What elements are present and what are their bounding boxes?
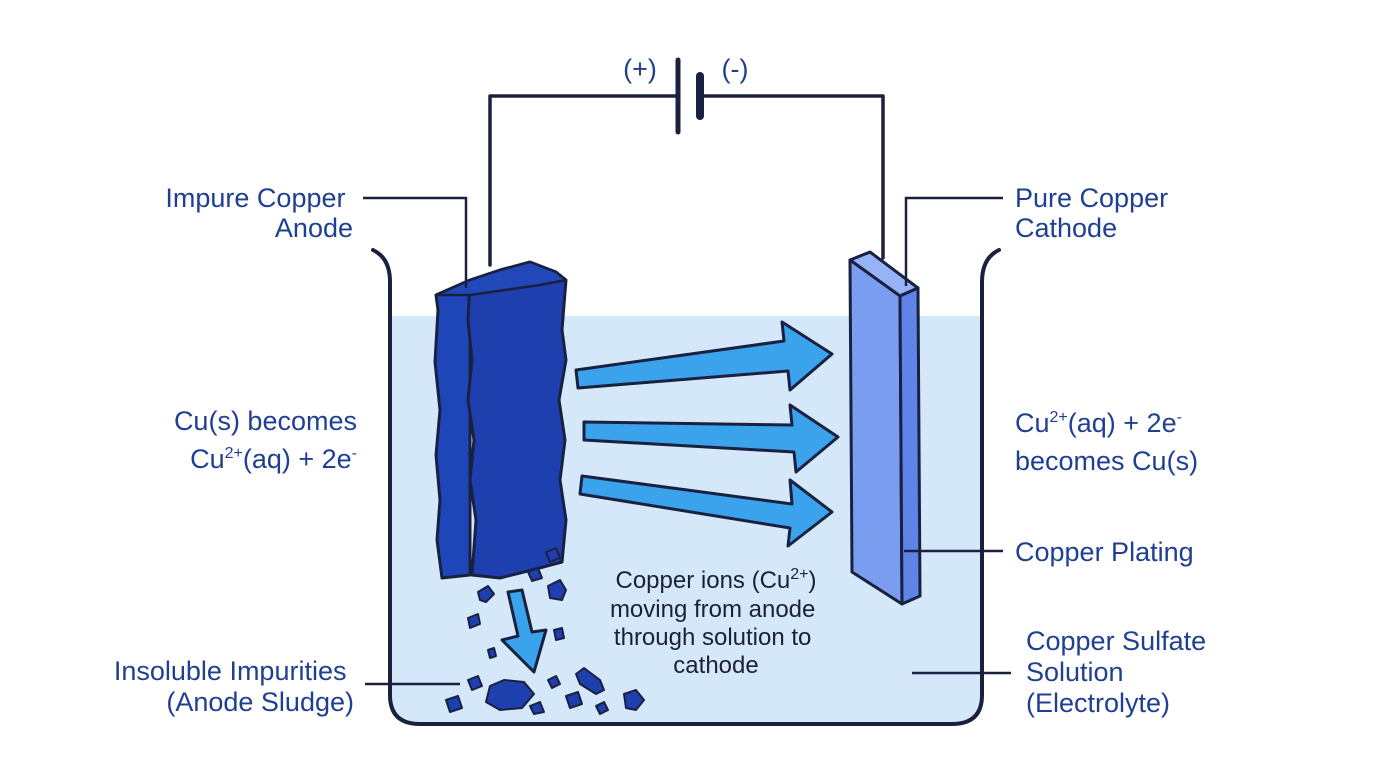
circuit-wire bbox=[488, 94, 885, 267]
pure-copper-cathode bbox=[848, 250, 922, 606]
sludge-label: Insoluble Impurities (Anode Sludge) bbox=[114, 656, 354, 717]
cathode-label: Pure Copper Cathode bbox=[1015, 183, 1176, 243]
battery-positive-label: (+) bbox=[623, 54, 657, 84]
ion-arrow-3 bbox=[578, 474, 834, 548]
electrolyte-label: Copper Sulfate Solution (Electrolyte) bbox=[1026, 626, 1214, 718]
sludge-fall-arrow bbox=[500, 588, 548, 674]
cathode-reaction-equation: Cu2+(aq) + 2e- bbox=[1015, 408, 1182, 438]
anode-reaction-label: Cu(s) becomes bbox=[174, 406, 357, 436]
impure-copper-anode bbox=[433, 260, 568, 580]
battery-icon bbox=[662, 57, 704, 135]
anode-reaction-equation: Cu2+(aq) + 2e- bbox=[190, 444, 357, 474]
beaker bbox=[371, 248, 1001, 726]
ion-flow-arrows bbox=[574, 320, 840, 548]
battery-negative-label: (-) bbox=[722, 54, 749, 84]
anode-sludge-particles bbox=[445, 547, 645, 715]
anode-label: Impure Copper Anode bbox=[165, 183, 353, 243]
leader-lines bbox=[363, 196, 1011, 686]
copper-plating-label: Copper Plating bbox=[1015, 537, 1194, 567]
ion-arrow-2 bbox=[582, 403, 840, 474]
ion-arrow-1 bbox=[574, 320, 834, 392]
ion-movement-note-rest: moving from anode through solution to ca… bbox=[610, 596, 822, 679]
ion-movement-note: Copper ions (Cu2+) bbox=[616, 566, 817, 594]
cathode-reaction-label: becomes Cu(s) bbox=[1015, 446, 1198, 476]
